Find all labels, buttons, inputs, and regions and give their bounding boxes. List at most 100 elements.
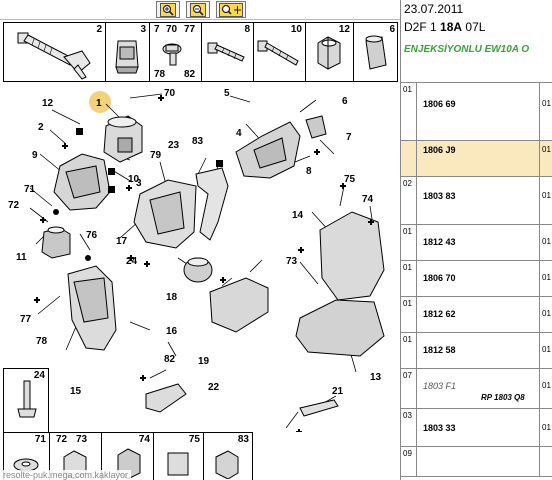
callout-7[interactable]: 7 [346,132,352,143]
callout-15[interactable]: 15 [70,386,82,397]
part-reference[interactable]: 1812 43 [423,237,456,247]
thumb-part-6[interactable]: 6 [354,23,398,81]
vehicle-code-suffix: 07L [465,20,486,34]
table-row[interactable]: 01 1812 58 01 [401,333,552,369]
part-reference[interactable]: 1806 J9 [423,145,456,155]
thumb-number: 6 [389,24,395,35]
callout-2[interactable]: 2 [38,122,44,133]
callout-78[interactable]: 78 [36,336,48,347]
callout-3[interactable]: 3 [136,178,142,189]
callout-21[interactable]: 21 [332,386,344,397]
parts-list-pane: 23.07.2011 D2F 1 18A 07L ENJEKSİYONLU EW… [400,0,552,480]
callout-76[interactable]: 76 [86,230,98,241]
table-row[interactable]: 01 1806 70 01 [401,261,552,297]
vehicle-code-prefix: D2F 1 [404,20,437,34]
callout-11[interactable]: 11 [16,252,27,263]
thumb-part-8[interactable]: 8 [202,23,254,81]
zoom-in-button[interactable] [156,1,180,18]
callout-13[interactable]: 13 [370,372,382,383]
callout-19[interactable]: 19 [198,356,210,367]
callout-79[interactable]: 79 [150,150,162,161]
callout-82[interactable]: 82 [164,354,176,365]
replacement-reference[interactable]: RP 1803 Q8 [481,393,525,402]
callout-10[interactable]: 10 [128,174,140,185]
callout-23[interactable]: 23 [168,140,180,151]
catalog-date: 23.07.2011 [404,2,464,16]
part-shapes [41,115,385,417]
callout-70[interactable]: 70 [164,88,176,99]
table-row[interactable]: 01 1812 62 01 [401,297,552,333]
callout-8[interactable]: 8 [306,166,312,177]
thumb-number: 7 [154,24,160,35]
part-reference-alt[interactable]: 1803 F1 [423,381,457,391]
part-reference[interactable]: 1803 83 [423,191,456,201]
vehicle-code-bold: 18A [440,20,463,34]
part-quantity: 01 [539,225,552,260]
table-row[interactable]: 01 1812 43 01 [401,225,552,261]
row-index: 01 [401,297,417,332]
part-reference[interactable]: 1806 69 [423,99,456,109]
zoom-out-button[interactable] [186,1,210,18]
thumb-number: 12 [338,24,350,35]
vehicle-code: D2F 1 18A 07L [404,20,485,34]
callout-22[interactable]: 22 [208,382,220,393]
thumb-part-12[interactable]: 12 [306,23,354,81]
table-row[interactable]: 03 1803 33 01 [401,409,552,447]
thumb-number: 10 [290,24,302,35]
callout-5[interactable]: 5 [224,88,230,99]
magnifier-move-icon [219,2,243,17]
thumb-part-7-70-77-78-82[interactable]: 7 70 77 78 82 [150,23,202,81]
table-row[interactable]: 01 1806 69 01 [401,83,552,141]
part-reference[interactable]: 1812 62 [423,309,456,319]
callout-9[interactable]: 9 [32,150,38,161]
callout-74[interactable]: 74 [362,194,374,205]
table-row[interactable]: 07 1803 F1 RP 1803 Q8 01 [401,369,552,409]
thumb-number: 72 [56,434,68,445]
status-url-text: resolte-puk.mega.com.kaklayor [0,470,132,480]
top-parts-thumbnail-strip: 2 3 [3,22,398,82]
thumb-number: 3 [140,24,146,35]
table-row[interactable]: 02 1803 83 01 [401,177,552,225]
callout-14[interactable]: 14 [292,210,304,221]
thumb-number: 8 [244,24,250,35]
callout-12[interactable]: 12 [42,98,54,109]
row-index [401,141,417,176]
callout-72[interactable]: 72 [8,200,20,211]
part-reference[interactable]: 1812 58 [423,345,456,355]
part-quantity [539,447,552,476]
callout-1[interactable]: 1 [96,98,102,109]
fastener-cross-markers [34,95,374,432]
thumb-part-10[interactable]: 10 [254,23,306,81]
table-row-selected[interactable]: 1806 J9 01 [401,141,552,177]
thumb-number: 82 [184,69,196,80]
callout-77[interactable]: 77 [20,314,32,325]
callout-4[interactable]: 4 [236,128,242,139]
callout-73[interactable]: 73 [286,256,298,267]
thumb-part-24[interactable]: 24 [3,368,49,432]
callout-6[interactable]: 6 [342,96,348,107]
callout-17[interactable]: 17 [116,236,128,247]
row-index: 07 [401,369,417,408]
zoom-move-button[interactable] [216,1,246,18]
callout-24[interactable]: 24 [126,256,138,267]
thumb-part-75[interactable]: 75 [154,433,204,480]
row-index: 03 [401,409,417,446]
rubber-block-drawing [115,40,139,74]
callout-16[interactable]: 16 [166,326,178,337]
thumb-part-2[interactable]: 2 [4,23,106,81]
table-row[interactable]: 09 [401,447,552,477]
callout-83[interactable]: 83 [192,136,204,147]
callout-75[interactable]: 75 [344,174,356,185]
nut-drawing [317,36,341,70]
thumb-part-83[interactable]: 83 [204,433,252,480]
callout-18[interactable]: 18 [166,292,178,303]
thumb-number: 75 [188,434,200,445]
thumb-number: 70 [166,24,178,35]
thumb-number: 2 [96,24,102,35]
row-index: 01 [401,225,417,260]
part-reference[interactable]: 1806 70 [423,273,456,283]
callout-71[interactable]: 71 [24,184,36,195]
thumb-part-3[interactable]: 3 [106,23,150,81]
part-reference[interactable]: 1803 33 [423,423,456,433]
thumb-number: 71 [34,434,46,445]
